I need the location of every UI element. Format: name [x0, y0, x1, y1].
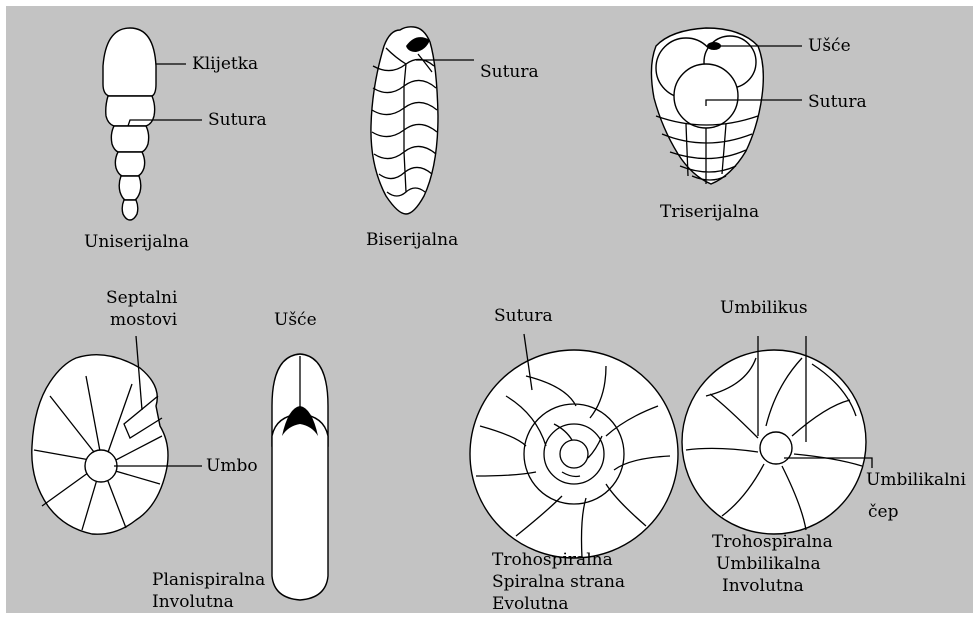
chamber-4 [115, 152, 144, 176]
trochospiral-spiral-shell [470, 334, 678, 558]
label-klijetka: Klijetka [192, 54, 258, 74]
label-umbo: Umbo [206, 456, 258, 476]
chamber-5 [119, 176, 141, 200]
label-spiralna-strana: Spiralna strana [492, 572, 625, 592]
label-usce-planispiral: Ušće [274, 310, 317, 330]
label-biserijalna: Biserijalna [366, 230, 458, 250]
chamber-2 [106, 96, 155, 126]
planispiral-apertural-shell [272, 354, 328, 600]
triserial-shell [651, 28, 802, 184]
label-triserijalna: Triserijalna [660, 202, 759, 222]
label-trohospiralna-spiral: Trohospiralna [492, 550, 613, 570]
label-umbilikalni: Umbilikalni [866, 470, 966, 490]
label-mostovi: mostovi [110, 310, 177, 330]
label-usce-triserial: Ušće [808, 36, 851, 56]
label-umbilikalna: Umbilikalna [716, 554, 821, 574]
umbo [85, 450, 117, 482]
chamber-6 [122, 200, 138, 220]
label-sutura-biserial: Sutura [480, 62, 539, 82]
apertural-lower [272, 414, 328, 600]
label-sutura-spiral: Sutura [494, 306, 553, 326]
label-trohospiralna-umbilical: Trohospiralna [712, 532, 833, 552]
biserial-shell [371, 27, 474, 214]
label-septalni: Septalni [106, 288, 177, 308]
spiral-outer [470, 350, 678, 558]
uniserial-shell [103, 28, 202, 220]
planispiral-side-shell [32, 336, 202, 534]
label-involutna-planispiral: Involutna [152, 592, 234, 612]
label-involutna-umbilical: Involutna [722, 576, 804, 596]
label-cep: čep [868, 502, 898, 522]
chamber-1 [103, 28, 156, 96]
diagram-canvas: Klijetka Sutura Uniserijalna Sutura Bise… [6, 6, 973, 613]
label-umbilikus: Umbilikus [720, 298, 808, 318]
umbilical-plug [760, 432, 792, 464]
label-uniserijalna: Uniserijalna [84, 232, 189, 252]
trochospiral-umbilical-shell [682, 336, 872, 534]
label-planispiralna: Planispiralna [152, 570, 265, 590]
chamber-3 [111, 126, 148, 152]
label-sutura-uniserial: Sutura [208, 110, 267, 130]
triserial-chamber-c [674, 64, 738, 128]
label-evolutna: Evolutna [492, 594, 569, 613]
planispiral-disc [32, 355, 168, 535]
label-sutura-triserial: Sutura [808, 92, 867, 112]
